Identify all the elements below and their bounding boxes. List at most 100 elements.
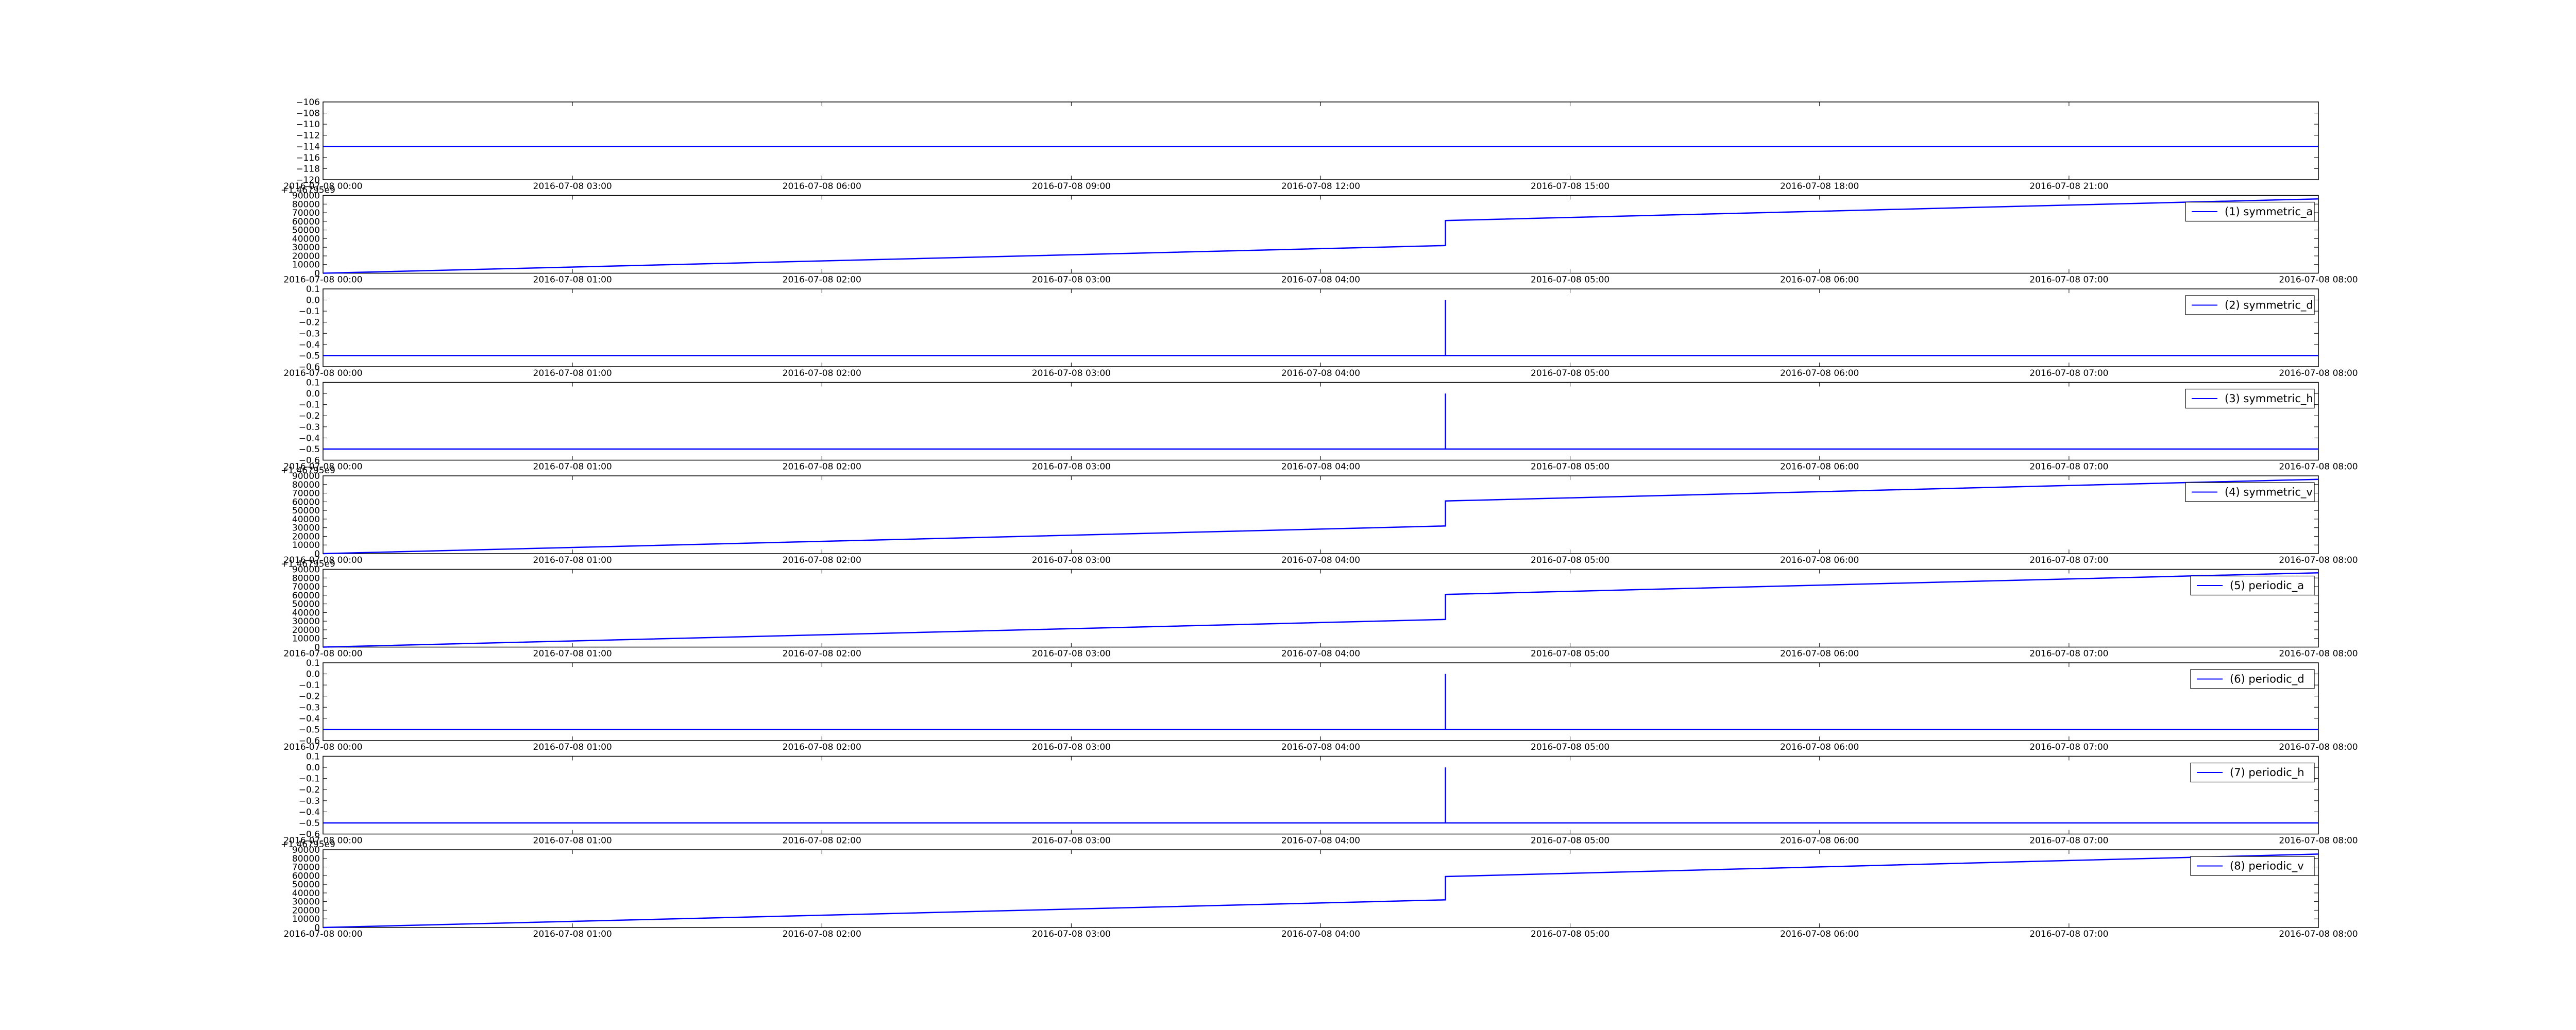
series-line [323,198,2319,274]
x-tick-label: 2016-07-08 03:00 [1032,649,1111,659]
x-tick-label: 2016-07-08 02:00 [783,368,861,379]
x-tick-label: 2016-07-08 09:00 [1032,181,1111,192]
y-tick-label: −114 [296,142,320,152]
x-tick-label: 2016-07-08 03:00 [1032,555,1111,565]
x-tick-label: 2016-07-08 04:00 [1281,555,1360,565]
y-tick-label: 20000 [292,531,320,542]
y-tick-label: 40000 [292,608,320,618]
x-tick-label: 2016-07-08 01:00 [533,649,612,659]
x-tick-label: 2016-07-08 04:00 [1281,368,1360,379]
y-tick-label: 80000 [292,854,320,864]
axes-frame [323,569,2319,648]
y-tick-label: 0.1 [306,284,320,295]
y-tick-label: −0.6 [299,736,320,746]
x-tick-label: 2016-07-08 08:00 [2279,368,2358,379]
subplot-4: 0.10.0−0.1−0.2−0.3−0.4−0.5−0.62016-07-08… [283,378,2358,472]
x-tick-label: 2016-07-08 08:00 [2279,275,2358,285]
x-tick-label: 2016-07-08 04:00 [1281,275,1360,285]
y-tick-label: −0.1 [299,400,320,410]
y-offset-text: +1.46795e9 [281,466,335,476]
x-tick-label: 2016-07-08 06:00 [783,181,861,192]
y-tick-label: −0.4 [299,340,320,350]
y-tick-label: 0 [314,549,320,559]
x-tick-label: 2016-07-08 06:00 [1780,462,1859,472]
legend-label: (8) periodic_v [2230,860,2304,873]
y-tick-label: 0 [314,643,320,653]
y-tick-label: −0.5 [299,351,320,361]
x-tick-label: 2016-07-08 05:00 [1531,368,1609,379]
y-tick-label: 20000 [292,905,320,916]
subplot-6: 9000080000700006000050000400003000020000… [281,559,2358,659]
y-tick-label: −0.3 [299,796,320,806]
x-tick-label: 2016-07-08 04:00 [1281,462,1360,472]
x-tick-label: 2016-07-08 01:00 [533,275,612,285]
y-tick-label: −116 [296,153,320,163]
x-tick-label: 2016-07-08 07:00 [2029,368,2108,379]
legend-label: (7) periodic_h [2230,766,2304,779]
y-tick-label: 80000 [292,573,320,583]
y-tick-label: −0.2 [299,692,320,702]
subplot-5: 9000080000700006000050000400003000020000… [281,466,2358,565]
x-tick-label: 2016-07-08 08:00 [2279,836,2358,846]
y-tick-label: −118 [296,164,320,174]
x-tick-label: 2016-07-08 00:00 [283,275,362,285]
y-tick-label: −0.3 [299,329,320,339]
x-tick-label: 2016-07-08 07:00 [2029,649,2108,659]
y-tick-label: 0.1 [306,752,320,762]
y-tick-label: 40000 [292,234,320,244]
axes-frame [323,475,2319,554]
subplot-7: 0.10.0−0.1−0.2−0.3−0.4−0.5−0.62016-07-08… [283,658,2358,752]
subplot-1: −106−108−110−112−114−116−118−1202016-07-… [283,97,2319,192]
y-tick-label: 30000 [292,897,320,907]
y-tick-label: 50000 [292,226,320,236]
y-tick-label: −0.4 [299,433,320,443]
y-tick-label: 0.0 [306,389,320,399]
y-offset-text: +1.46795e9 [281,839,335,850]
x-tick-label: 2016-07-08 02:00 [783,462,861,472]
y-tick-label: −110 [296,119,320,130]
y-tick-label: −108 [296,109,320,119]
x-tick-label: 2016-07-08 03:00 [1032,836,1111,846]
x-tick-label: 2016-07-08 01:00 [533,462,612,472]
x-tick-label: 2016-07-08 00:00 [283,742,362,752]
x-tick-label: 2016-07-08 08:00 [2279,929,2358,939]
y-tick-label: −0.5 [299,725,320,735]
y-tick-label: 40000 [292,514,320,525]
x-tick-label: 2016-07-08 00:00 [283,181,362,192]
x-tick-label: 2016-07-08 02:00 [783,275,861,285]
y-tick-label: 0 [314,269,320,279]
x-tick-label: 2016-07-08 07:00 [2029,275,2108,285]
y-tick-label: −0.1 [299,680,320,691]
x-tick-label: 2016-07-08 07:00 [2029,742,2108,752]
y-tick-label: 0.1 [306,378,320,388]
y-offset-text: +1.46795e9 [281,559,335,570]
legend-label: (5) periodic_a [2230,579,2304,592]
series-line [323,853,2319,929]
y-tick-label: 20000 [292,625,320,636]
y-tick-label: 60000 [292,217,320,227]
y-tick-label: 90000 [292,471,320,482]
x-tick-label: 2016-07-08 02:00 [783,649,861,659]
x-tick-label: 2016-07-08 01:00 [533,929,612,939]
y-tick-label: 0.0 [306,296,320,306]
x-tick-label: 2016-07-08 08:00 [2279,742,2358,752]
series-line [323,393,2318,450]
y-tick-label: −0.2 [299,785,320,795]
x-tick-label: 2016-07-08 08:00 [2279,462,2358,472]
y-tick-label: 40000 [292,888,320,899]
x-tick-label: 2016-07-08 07:00 [2029,555,2108,565]
y-tick-label: −120 [296,175,320,185]
x-tick-label: 2016-07-08 05:00 [1531,649,1609,659]
x-tick-label: 2016-07-08 06:00 [1780,649,1859,659]
y-tick-label: 60000 [292,497,320,507]
x-tick-label: 2016-07-08 03:00 [1032,275,1111,285]
legend-label: (1) symmetric_a [2225,205,2313,218]
x-tick-label: 2016-07-08 06:00 [1780,275,1859,285]
x-tick-label: 2016-07-08 06:00 [1780,555,1859,565]
y-tick-label: −0.6 [299,362,320,372]
y-tick-label: −0.1 [299,774,320,784]
x-tick-label: 2016-07-08 05:00 [1531,275,1609,285]
legend-label: (4) symmetric_v [2225,486,2313,499]
x-tick-label: 2016-07-08 02:00 [783,836,861,846]
